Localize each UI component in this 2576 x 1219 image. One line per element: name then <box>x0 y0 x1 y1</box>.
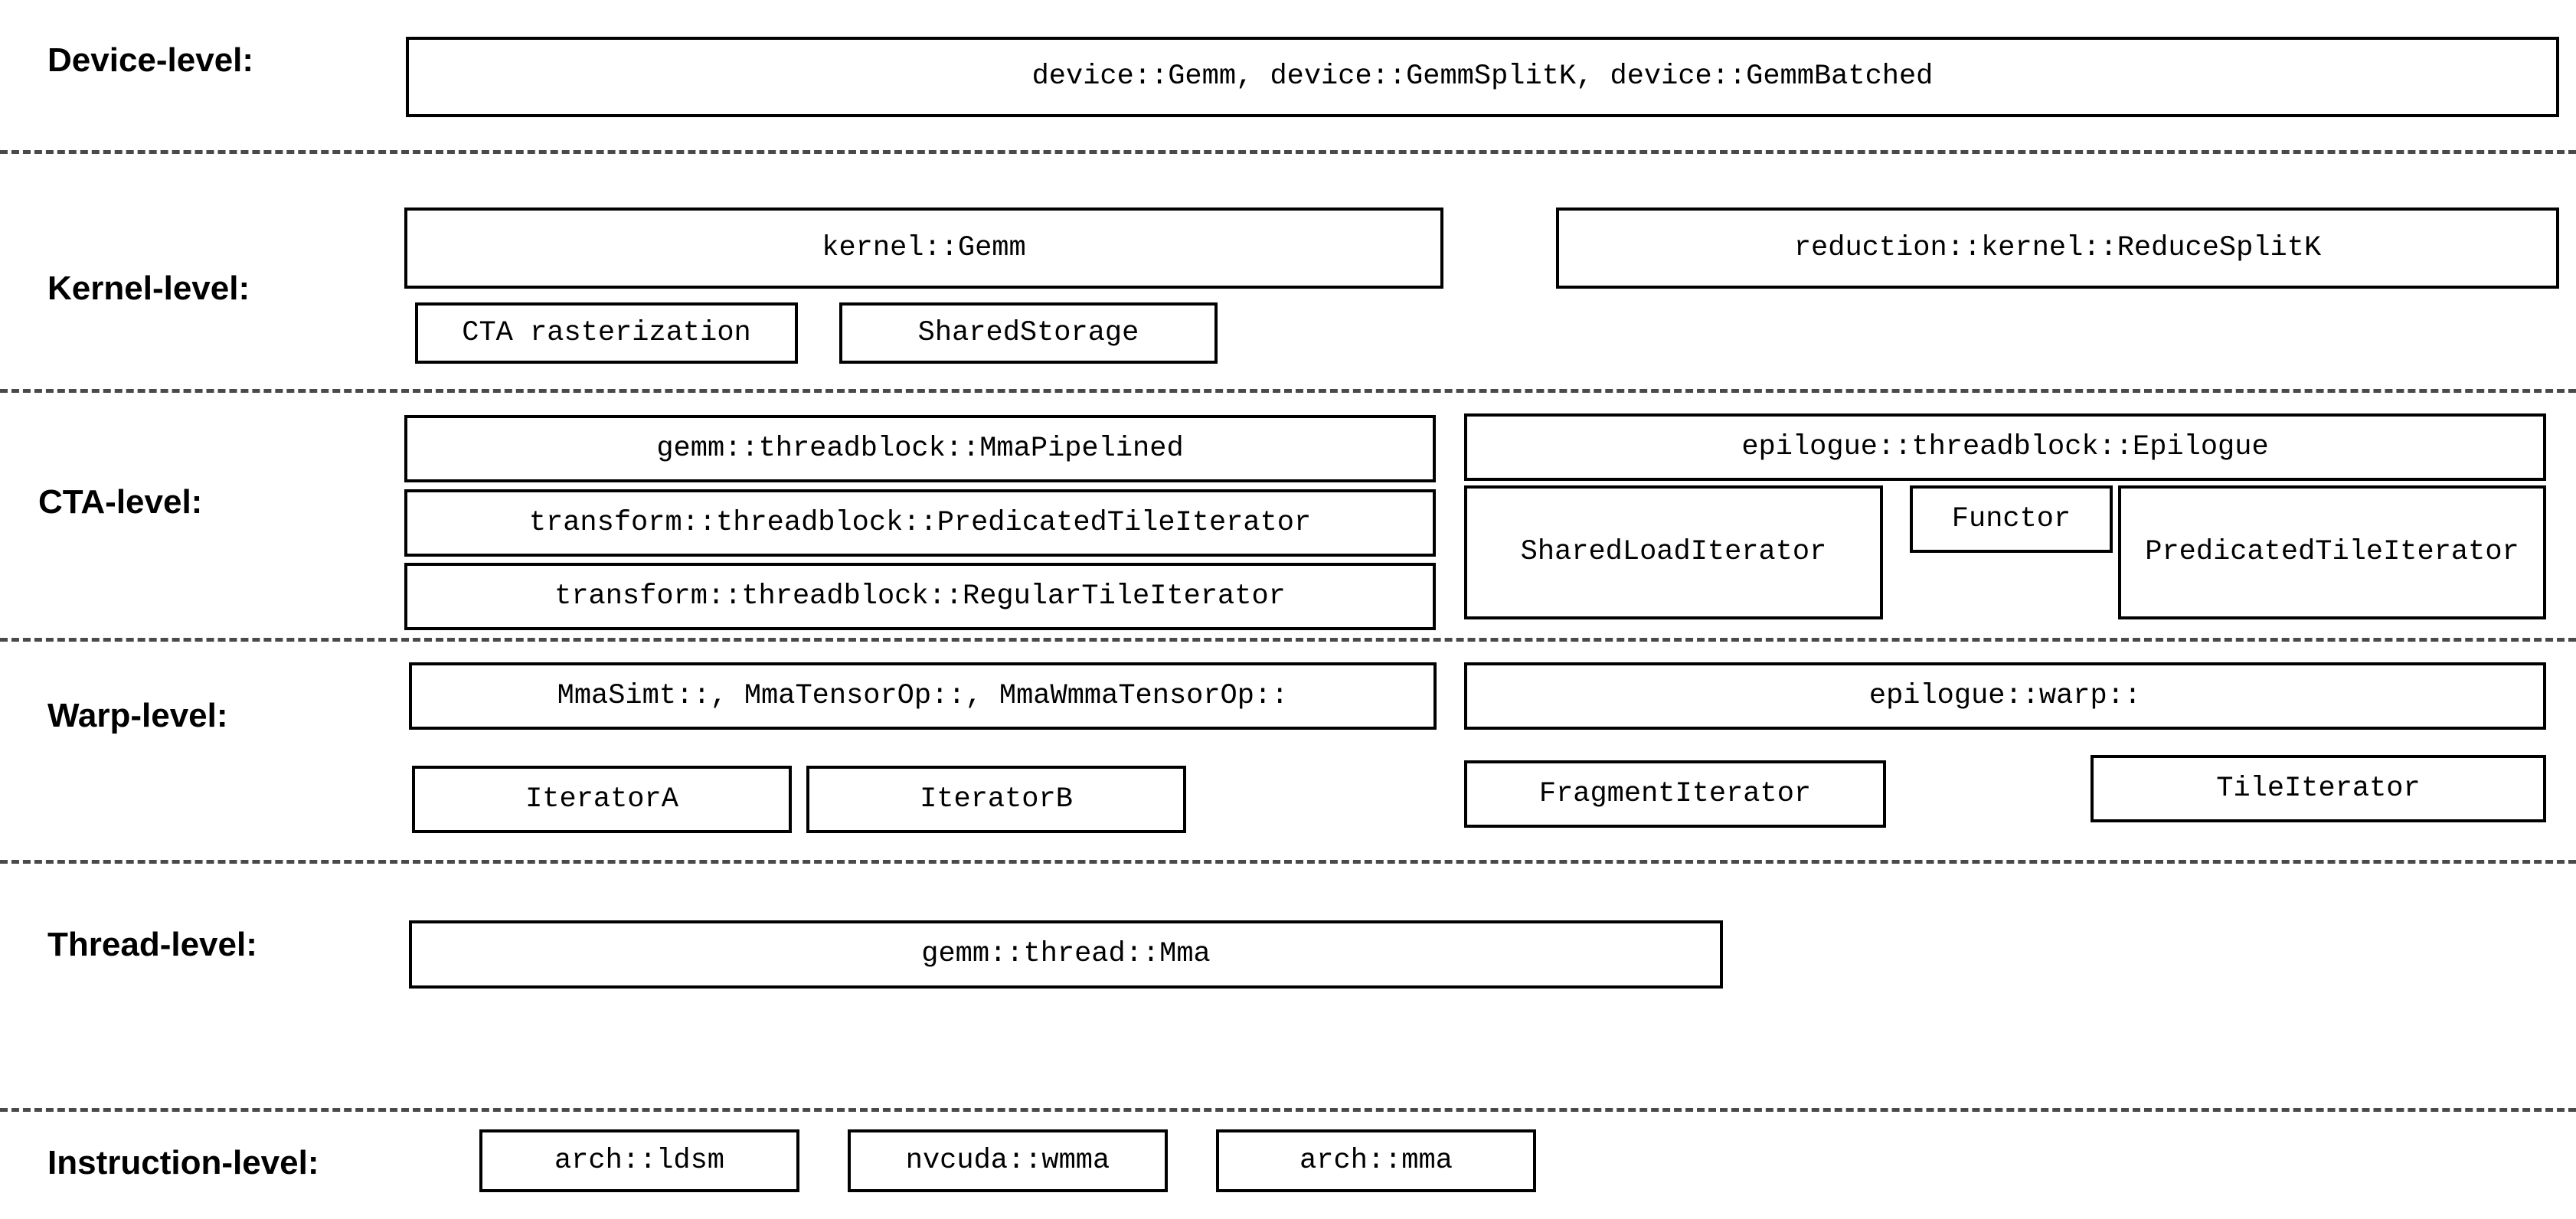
node-iterator-b[interactable]: IteratorB <box>806 766 1186 833</box>
level-label-kernel: Kernel-level: <box>47 270 250 307</box>
node-cta-rasterization[interactable]: CTA rasterization <box>415 302 798 364</box>
node-tileiterator[interactable]: TileIterator <box>2091 755 2546 822</box>
node-shared-storage[interactable]: SharedStorage <box>839 302 1218 364</box>
level-label-warp: Warp-level: <box>47 697 228 734</box>
level-label-instruction: Instruction-level: <box>47 1144 319 1181</box>
node-arch-ldsm[interactable]: arch::ldsm <box>479 1129 799 1192</box>
level-label-device: Device-level: <box>47 41 254 79</box>
node-nvcuda-wmma[interactable]: nvcuda::wmma <box>848 1129 1168 1192</box>
divider-thread-instruction <box>0 1108 2576 1112</box>
node-epilogue-threadblock-epilogue[interactable]: epilogue::threadblock::Epilogue <box>1464 413 2546 481</box>
node-reduction-kernel-reducesplitk[interactable]: reduction::kernel::ReduceSplitK <box>1556 208 2559 289</box>
level-label-thread: Thread-level: <box>47 926 257 963</box>
node-sharedloaditerator[interactable]: SharedLoadIterator <box>1464 485 1883 619</box>
node-arch-mma[interactable]: arch::mma <box>1216 1129 1536 1192</box>
level-label-cta: CTA-level: <box>38 483 203 521</box>
divider-kernel-cta <box>0 389 2576 393</box>
node-iterator-a[interactable]: IteratorA <box>412 766 792 833</box>
divider-cta-warp <box>0 638 2576 642</box>
node-kernel-gemm[interactable]: kernel::Gemm <box>404 208 1443 289</box>
divider-warp-thread <box>0 860 2576 864</box>
divider-device-kernel <box>0 150 2576 154</box>
node-mma-warp-ops[interactable]: MmaSimt::, MmaTensorOp::, MmaWmmaTensorO… <box>409 662 1437 730</box>
node-gemm-threadblock-mmapipelined[interactable]: gemm::threadblock::MmaPipelined <box>404 415 1436 482</box>
node-transform-threadblock-regulartileiterator[interactable]: transform::threadblock::RegularTileItera… <box>404 563 1436 630</box>
node-transform-threadblock-predicatedtileiterator[interactable]: transform::threadblock::PredicatedTileIt… <box>404 489 1436 557</box>
node-predicatedtileiterator[interactable]: PredicatedTileIterator <box>2118 485 2546 619</box>
node-device-gemm[interactable]: device::Gemm, device::GemmSplitK, device… <box>406 37 2559 117</box>
node-fragmentiterator[interactable]: FragmentIterator <box>1464 760 1886 828</box>
node-gemm-thread-mma[interactable]: gemm::thread::Mma <box>409 920 1723 989</box>
node-functor[interactable]: Functor <box>1910 485 2113 553</box>
node-epilogue-warp[interactable]: epilogue::warp:: <box>1464 662 2546 730</box>
